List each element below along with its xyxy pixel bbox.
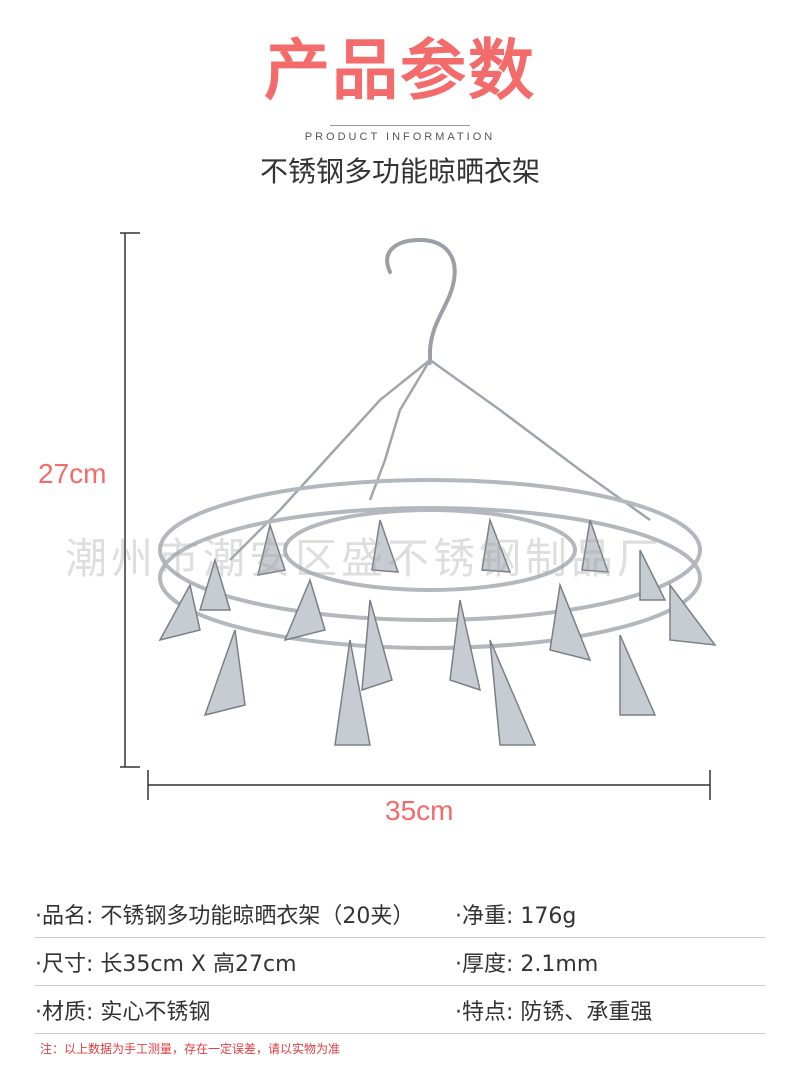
hanger-illustration [120, 232, 717, 800]
height-dimension [120, 232, 140, 768]
measurement-note: 注：以上数据为手工测量，存在一定误差，请以实物为准 [40, 1042, 341, 1056]
page-title: 产品参数 [264, 32, 536, 109]
spec-row: ·品名: 不锈钢多功能晾晒衣架（20夹） ·净重: 176g [35, 890, 765, 938]
spec-net-weight: ·净重: 176g [455, 903, 577, 929]
spec-product-name: ·品名: 不锈钢多功能晾晒衣架（20夹） [35, 903, 415, 929]
spec-size: ·尺寸: 长35cm X 高27cm [35, 951, 297, 977]
spec-table: ·品名: 不锈钢多功能晾晒衣架（20夹） ·净重: 176g ·尺寸: 长35c… [35, 890, 765, 1034]
width-dimension [147, 770, 711, 800]
page-subtitle-en: PRODUCT INFORMATION [0, 125, 800, 143]
hook-icon [385, 237, 457, 364]
spec-material: ·材质: 实心不锈钢 [35, 999, 211, 1025]
width-label: 35cm [385, 795, 454, 826]
spec-row: ·材质: 实心不锈钢 ·特点: 防锈、承重强 [35, 986, 765, 1034]
spec-row: ·尺寸: 长35cm X 高27cm ·厚度: 2.1mm [35, 938, 765, 986]
clip-icons [158, 517, 717, 746]
height-label: 27cm [38, 458, 107, 489]
spec-features: ·特点: 防锈、承重强 [455, 999, 653, 1025]
spec-thickness: ·厚度: 2.1mm [455, 951, 599, 977]
product-figure: 27cm 35cm 潮州市潮安区盛不锈钢制品厂 [0, 220, 800, 826]
inner-ring [283, 508, 577, 592]
product-name: 不锈钢多功能晾晒衣架 [259, 155, 540, 188]
watermark: 潮州市潮安区盛不锈钢制品厂 [65, 534, 664, 583]
